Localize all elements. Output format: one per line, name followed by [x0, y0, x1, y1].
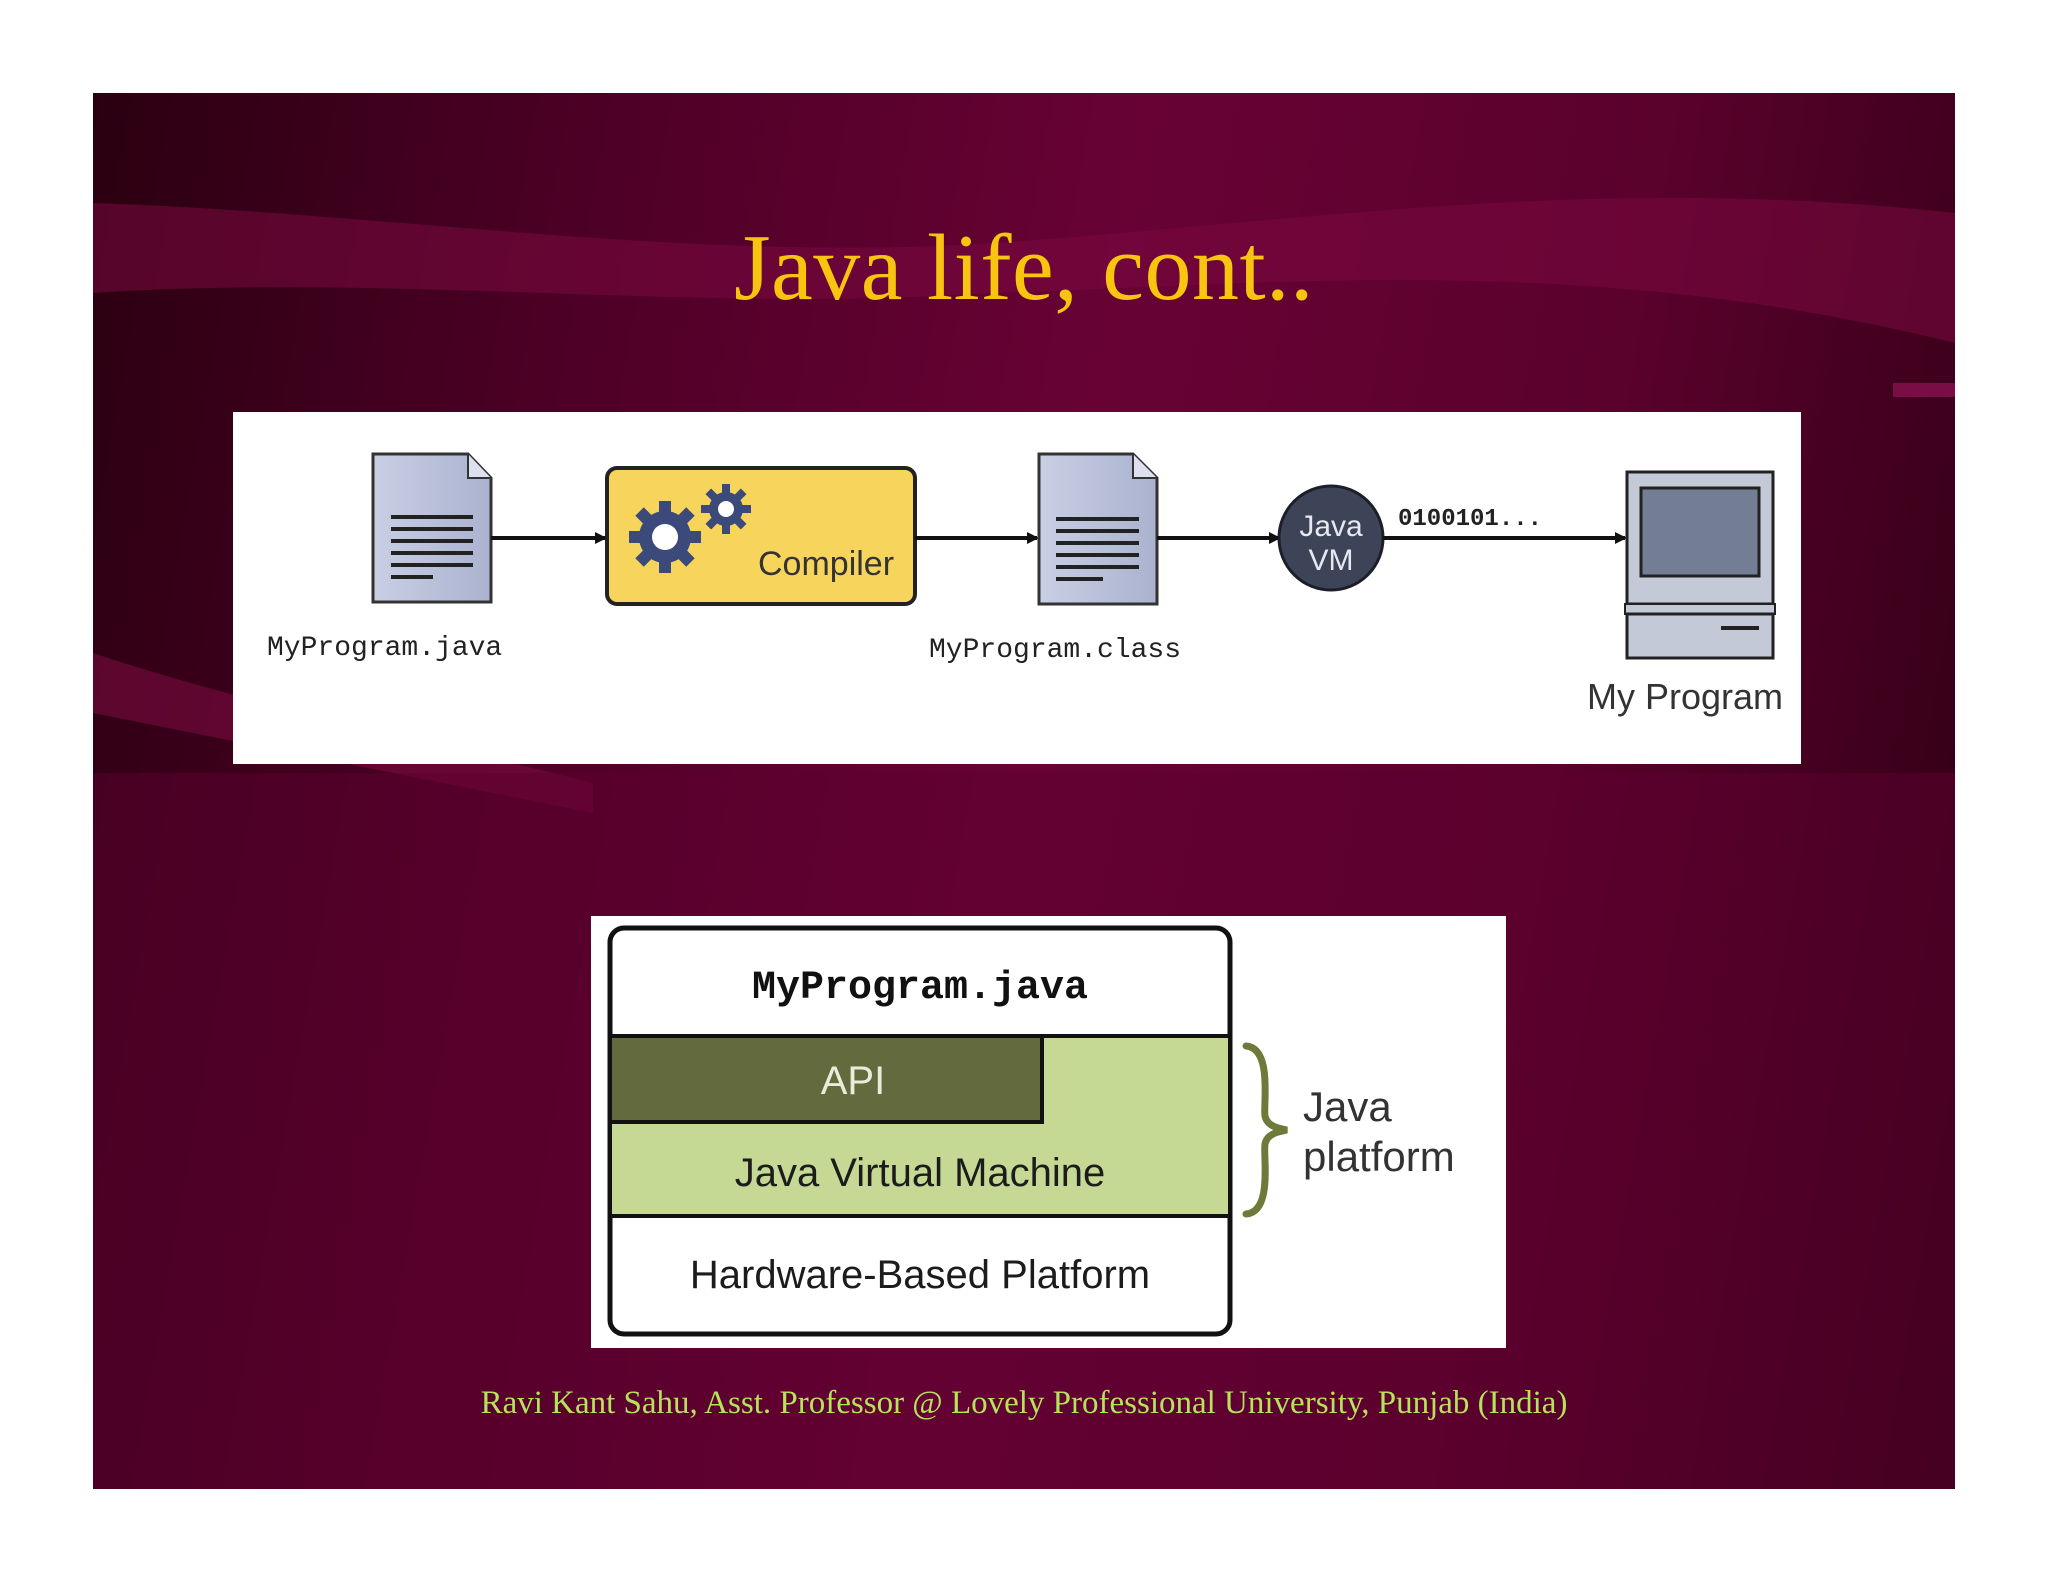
jvm-circle: Java VM — [1277, 484, 1385, 592]
computer-icon — [1624, 470, 1776, 660]
hardware-layer-label: Hardware-Based Platform — [690, 1253, 1150, 1297]
java-lifecycle-flow-diagram: Compiler Java V — [233, 412, 1801, 764]
platform-label-line2: platform — [1303, 1133, 1455, 1180]
api-layer — [608, 1034, 1044, 1124]
jvm-label-line2: VM — [1309, 544, 1354, 577]
class-document-icon — [1037, 452, 1159, 606]
slide-title: Java life, cont.. — [733, 216, 1315, 320]
gear-icon — [701, 484, 751, 534]
compiler-box: Compiler — [605, 466, 917, 606]
source-document-icon — [371, 452, 493, 604]
gear-icon — [629, 501, 701, 573]
platform-label-line1: Java — [1303, 1083, 1392, 1130]
bytecode-label: 0100101... — [1398, 506, 1542, 533]
platform-bracket — [1242, 1042, 1288, 1218]
api-layer-label: API — [821, 1059, 885, 1103]
program-label: My Program — [1587, 676, 1783, 717]
slide: Java life, cont.. — [93, 93, 1955, 1489]
compiler-label: Compiler — [758, 545, 894, 583]
slide-footer: Ravi Kant Sahu, Asst. Professor @ Lovely… — [480, 1385, 1568, 1421]
source-file-label: MyProgram.java — [267, 633, 502, 664]
jvm-layer-label: Java Virtual Machine — [735, 1151, 1106, 1195]
java-platform-stack-diagram: MyProgram.java API Java Virtual Machine … — [591, 916, 1506, 1348]
class-file-label: MyProgram.class — [929, 635, 1181, 666]
jvm-label-line1: Java — [1299, 510, 1363, 543]
program-layer-label: MyProgram.java — [752, 966, 1088, 1011]
